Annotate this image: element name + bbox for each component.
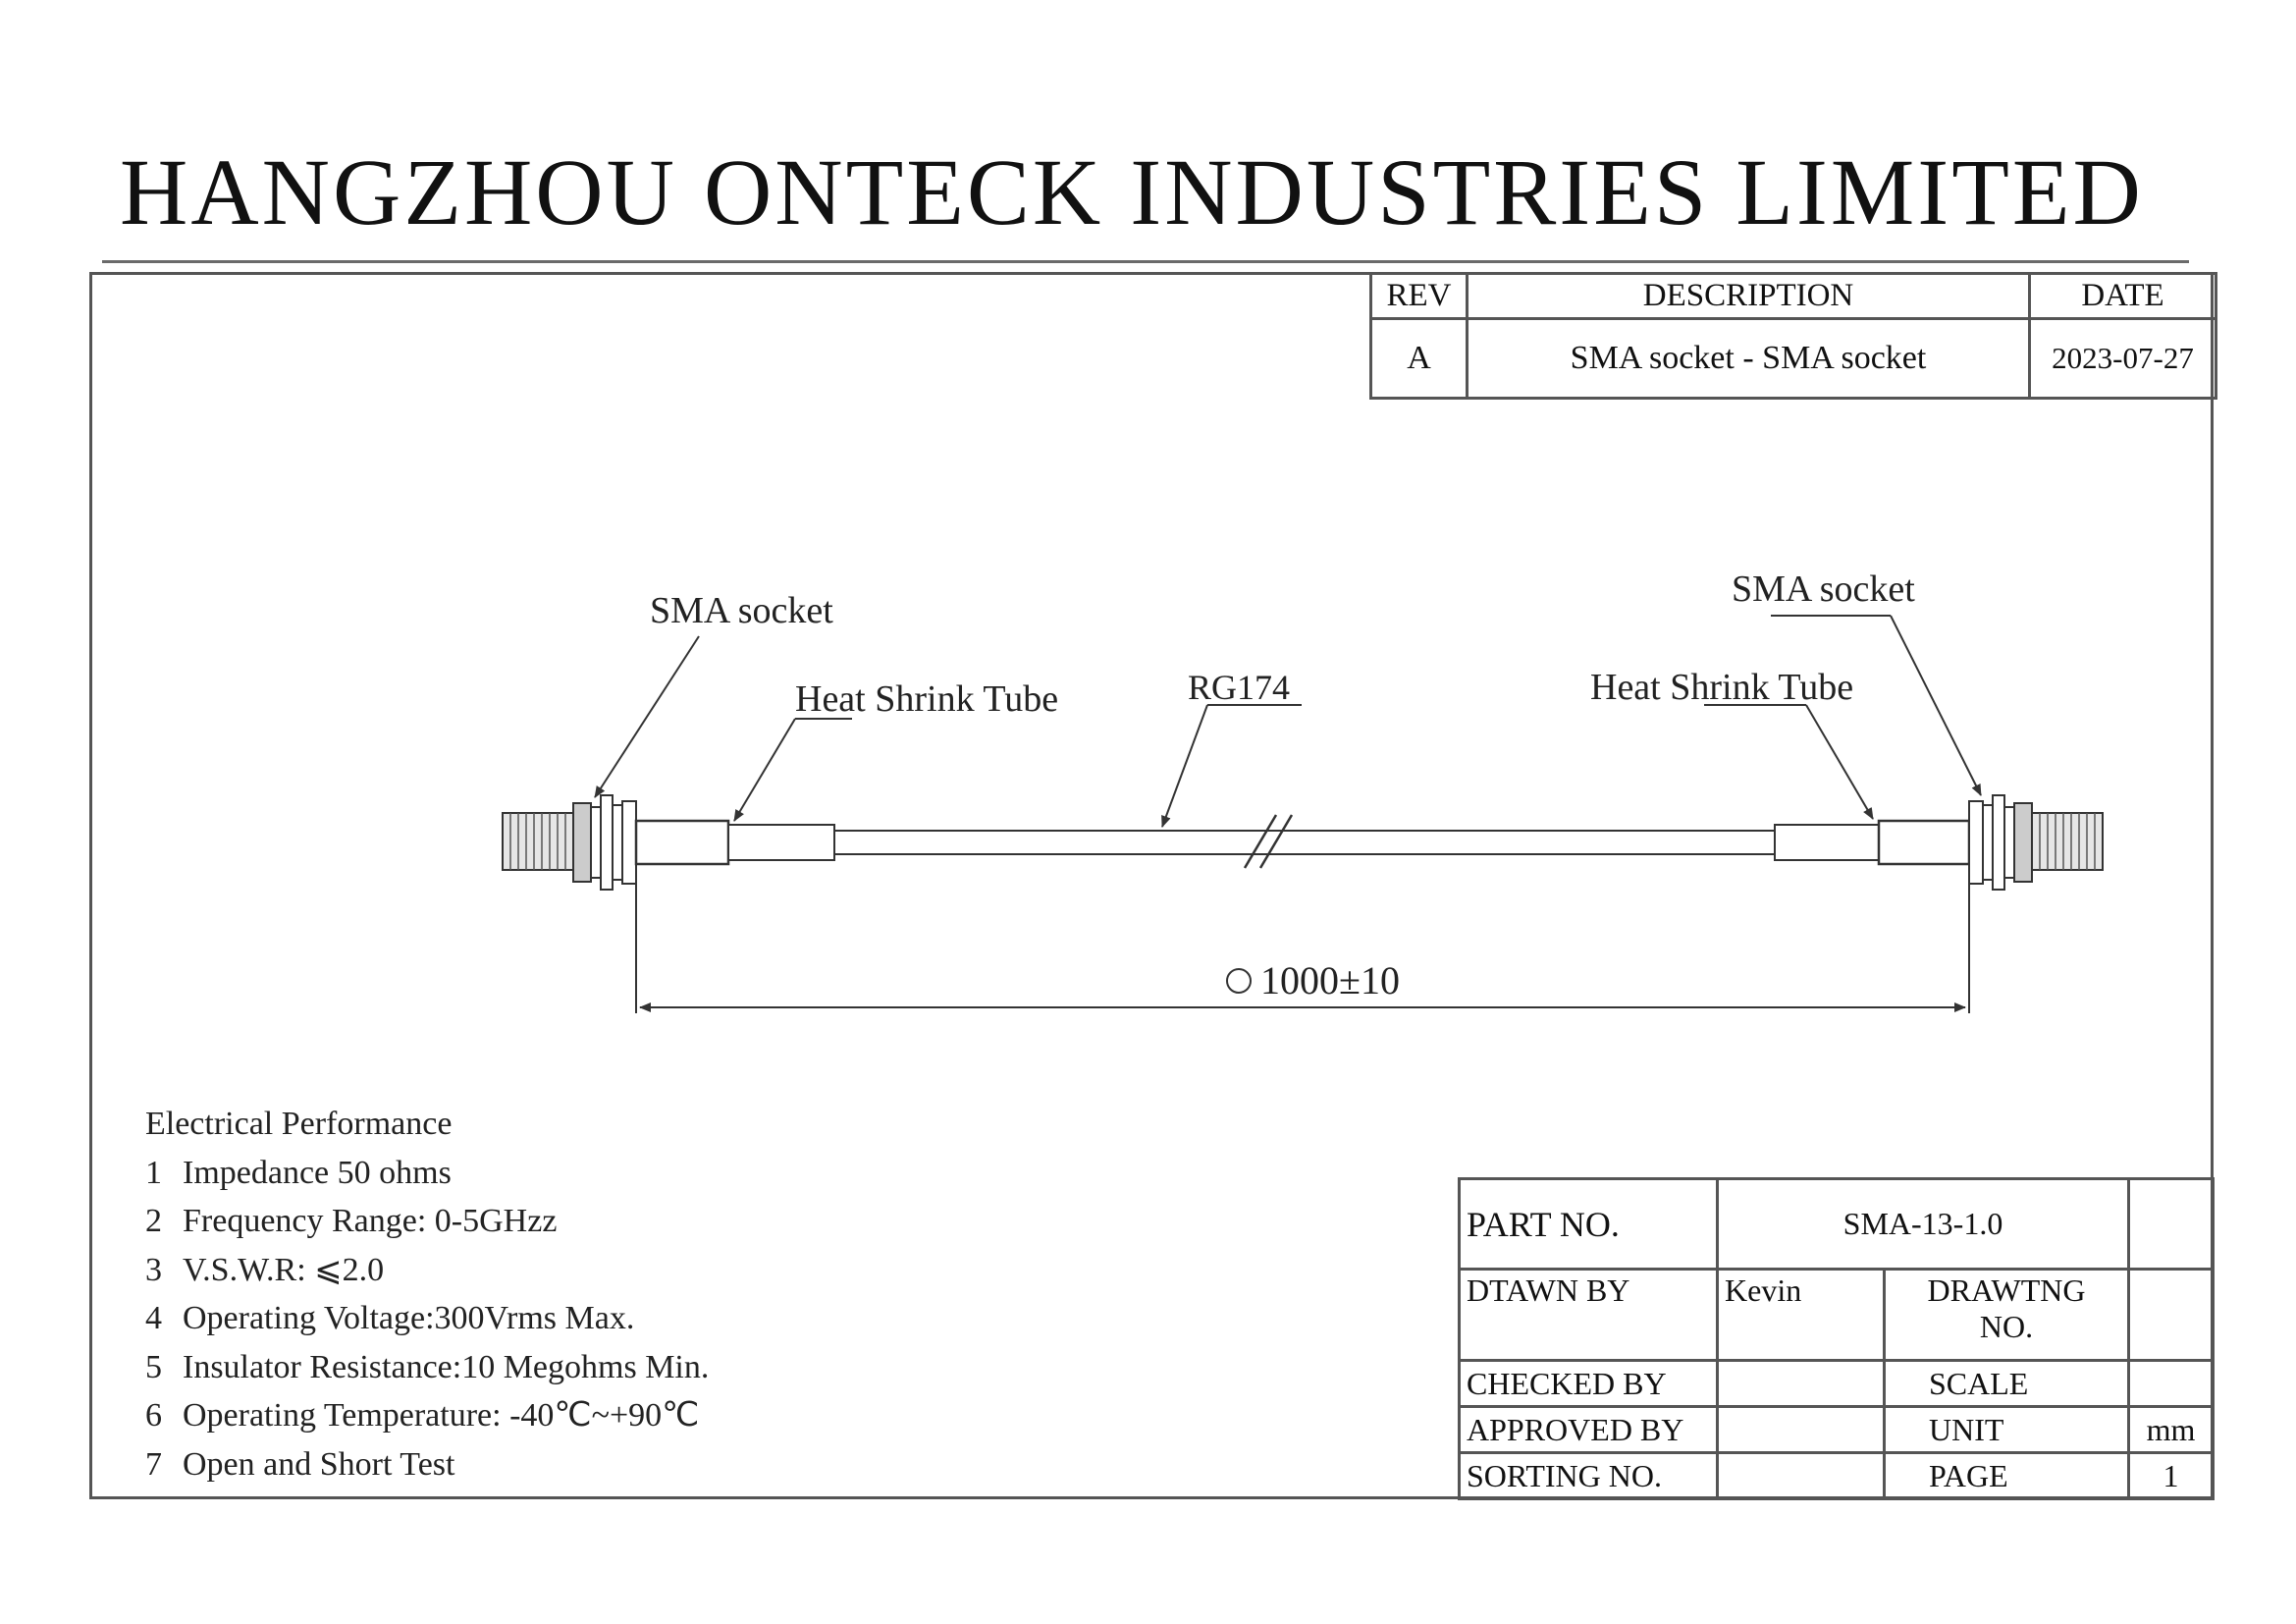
drawing-no-label-line2: NO. [1979,1309,2034,1344]
spec-number: 1 [145,1154,162,1191]
approved-by-label: APPROVED BY [1458,1405,1719,1454]
spec-item: 6 Operating Temperature: -40℃~+90℃ [145,1391,709,1440]
part-no-extra [2127,1177,2215,1271]
part-no-label: PART NO. [1458,1177,1719,1271]
checked-by-row: CHECKED BY SCALE [1458,1359,2215,1408]
spec-item: 1 Impedance 50 ohms [145,1149,709,1198]
drawing-no-value [2127,1268,2215,1362]
left-sma-connector [502,794,637,891]
header-rule [102,260,2189,263]
spec-text: Open and Short Test [183,1445,455,1483]
spec-number: 6 [145,1397,162,1434]
part-no-row: PART NO. SMA-13-1.0 [1458,1177,2215,1271]
spec-text: Operating Voltage:300Vrms Max. [183,1300,635,1336]
approved-by-value [1716,1405,1886,1454]
spec-item: 3 V.S.W.R: ⩽2.0 [145,1246,709,1295]
left-heat-shrink-tube [634,819,730,866]
spec-text: Insulator Resistance:10 Megohms Min. [183,1348,710,1385]
cable-leader [1161,704,1208,828]
spec-number: 3 [145,1251,162,1288]
scale-label: SCALE [1883,1359,2130,1408]
length-dimension [635,884,1970,1013]
right-sma-connector [1968,794,2104,891]
checked-by-label: CHECKED BY [1458,1359,1719,1408]
spec-text: Impedance 50 ohms [183,1154,452,1191]
drawn-by-value: Kevin [1716,1268,1886,1362]
sorting-no-value [1716,1451,1886,1500]
spec-item: 2 Frequency Range: 0-5GHzz [145,1197,709,1246]
spec-item: 7 Open and Short Test [145,1440,709,1489]
date-header: DATE [2028,272,2217,320]
spec-text: V.S.W.R: ⩽2.0 [183,1251,385,1288]
sorting-no-row: SORTING NO. PAGE 1 [1458,1451,2215,1500]
spec-text: Frequency Range: 0-5GHzz [183,1203,558,1239]
drawing-no-label-line1: DRAWTNG [1927,1272,2086,1308]
rev-header: REV [1369,272,1468,320]
right-heat-shrink-step [1774,824,1880,861]
part-no-value: SMA-13-1.0 [1716,1177,2130,1271]
right-connector-label: SMA socket [1732,568,1915,610]
company-name: HANGZHOU ONTECK INDUSTRIES LIMITED [120,139,2144,244]
rg174-cable [833,814,1776,869]
left-tube-label: Heat Shrink Tube [795,678,1058,720]
spec-number: 2 [145,1203,162,1239]
description-header: DESCRIPTION [1466,272,2031,320]
spec-number: 7 [145,1445,162,1483]
revision-header-row: REV DESCRIPTION DATE [1369,272,2217,320]
left-connector-label: SMA socket [650,590,833,631]
spec-text: Operating Temperature: -40℃~+90℃ [183,1397,700,1434]
left-connector-leader [594,635,700,798]
unit-value: mm [2127,1405,2215,1454]
electrical-performance: Electrical Performance 1 Impedance 50 ohm… [145,1100,709,1489]
date-value: 2023-07-27 [2028,317,2217,400]
right-tube-label: Heat Shrink Tube [1590,667,1853,708]
cable-label: RG174 [1188,668,1290,707]
spec-number: 5 [145,1348,162,1385]
approved-by-row: APPROVED BY UNIT mm [1458,1405,2215,1454]
drawing-frame [89,272,2214,1499]
checked-by-value [1716,1359,1886,1408]
page-label: PAGE [1883,1451,2130,1500]
revision-table: REV DESCRIPTION DATE A SMA socket - SMA … [1369,272,2217,400]
right-connector-leader [1890,615,1982,796]
spec-item: 5 Insulator Resistance:10 Megohms Min. [145,1343,709,1392]
spec-number: 4 [145,1300,162,1336]
left-heat-shrink-step [727,824,835,861]
rev-value: A [1369,317,1468,400]
spec-item: 4 Operating Voltage:300Vrms Max. [145,1294,709,1343]
revision-row: A SMA socket - SMA socket 2023-07-27 [1369,317,2217,400]
scale-value [2127,1359,2215,1408]
electrical-performance-title: Electrical Performance [145,1106,453,1142]
unit-label: UNIT [1883,1405,2130,1454]
right-tube-leader [1805,704,1874,820]
left-tube-leader [733,718,796,822]
page-value: 1 [2127,1451,2215,1500]
title-block: PART NO. SMA-13-1.0 DTAWN BY Kevin DRAWT… [1458,1177,2215,1500]
sorting-no-label: SORTING NO. [1458,1451,1719,1500]
length-dimension-label: 1000±10 [1260,958,1400,1002]
leader-lines [594,615,1982,828]
right-heat-shrink-tube [1877,819,1971,866]
drawn-by-label: DTAWN BY [1458,1268,1719,1362]
description-value: SMA socket - SMA socket [1466,317,2031,400]
